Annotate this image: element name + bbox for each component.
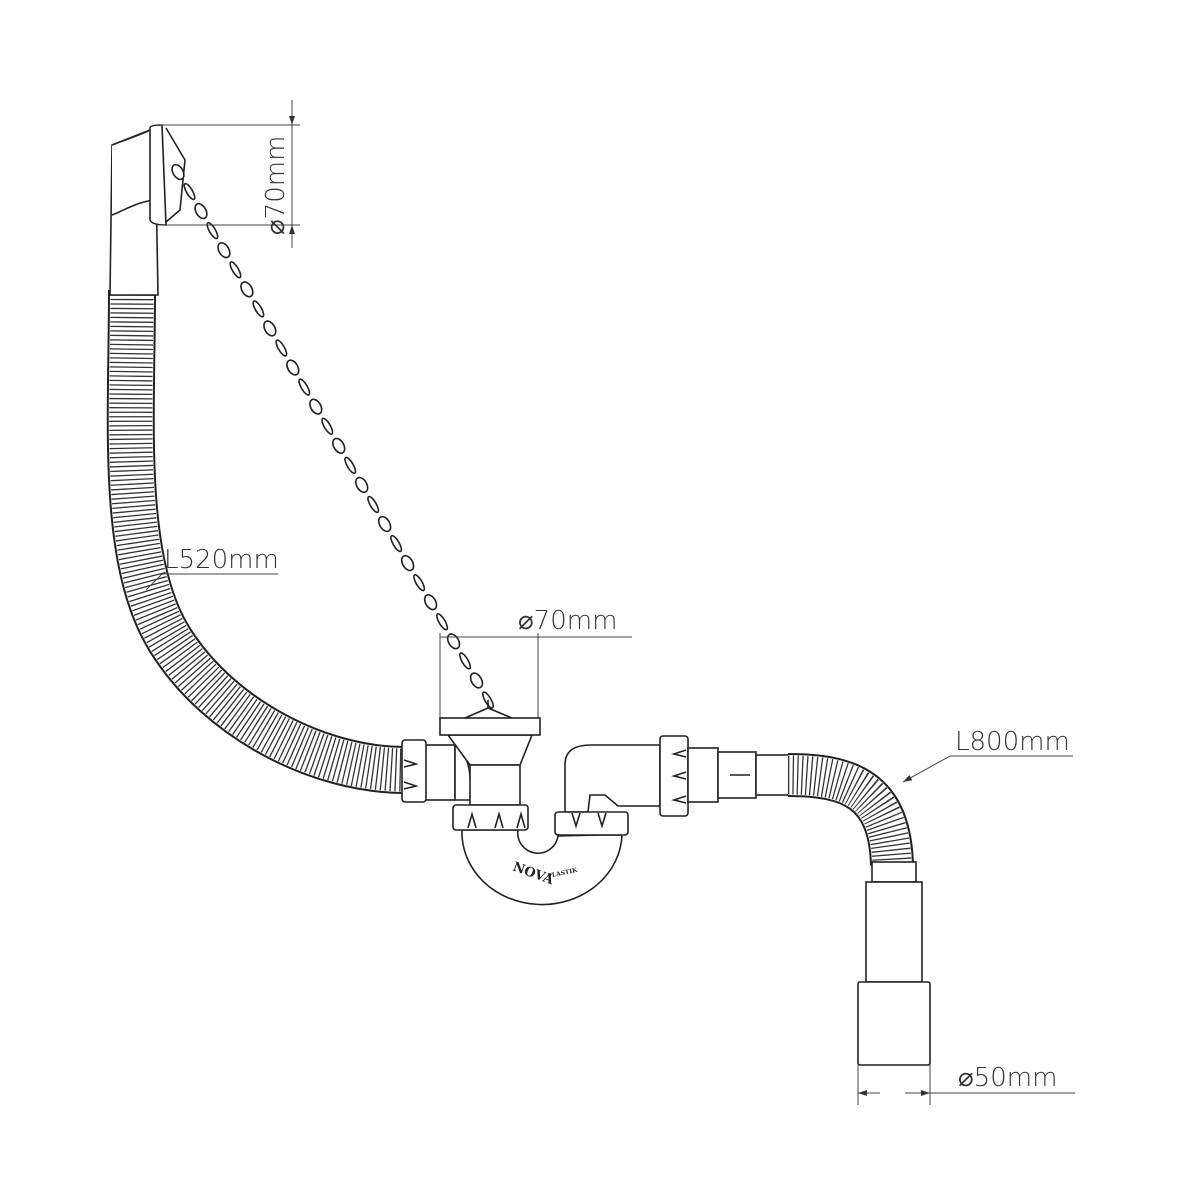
chain-link bbox=[286, 359, 300, 376]
chain-link bbox=[436, 613, 449, 631]
waste-dimension: ⌀70mm bbox=[439, 606, 632, 718]
chain-link bbox=[377, 515, 392, 533]
waste-diameter-label: ⌀70mm bbox=[518, 606, 617, 636]
outlet-hose-length: L800mm bbox=[902, 727, 1073, 783]
chain-link bbox=[423, 594, 438, 611]
chain-link bbox=[229, 261, 242, 279]
overflow-head bbox=[109, 124, 186, 296]
outlet-dimension: ⌀50mm bbox=[857, 1063, 1075, 1105]
chain-link bbox=[332, 437, 346, 454]
chain-link bbox=[240, 281, 254, 298]
outlet-hose-length-label: L800mm bbox=[955, 727, 1070, 757]
chain-link bbox=[321, 417, 334, 435]
chain-link bbox=[400, 554, 415, 572]
chain-link bbox=[194, 202, 208, 220]
overflow-hose-length-label: L520mm bbox=[164, 545, 279, 575]
overflow-hose-length: L520mm bbox=[145, 545, 279, 591]
chain-link bbox=[367, 495, 380, 514]
chain-link bbox=[390, 534, 403, 553]
outlet-diameter-label: ⌀50mm bbox=[958, 1063, 1057, 1093]
chain-link bbox=[458, 652, 472, 670]
chain-link bbox=[309, 398, 323, 415]
chain-link bbox=[354, 476, 369, 494]
overflow-hose bbox=[106, 289, 406, 794]
overflow-dimension: ⌀70mm bbox=[160, 100, 300, 248]
chain-link bbox=[171, 163, 185, 181]
chain-link bbox=[344, 456, 357, 475]
outlet-hose bbox=[787, 753, 931, 1066]
chain-link bbox=[298, 378, 311, 396]
chain-link bbox=[469, 672, 484, 689]
chain-link bbox=[263, 320, 277, 337]
chain-link bbox=[446, 633, 461, 650]
chain-link bbox=[275, 339, 288, 357]
overflow-diameter-label: ⌀70mm bbox=[261, 136, 291, 235]
plug-chain bbox=[171, 163, 495, 709]
chain-link bbox=[206, 221, 219, 240]
chain-link bbox=[252, 300, 265, 318]
chain-link bbox=[413, 573, 426, 592]
chain-link bbox=[183, 182, 196, 201]
chain-link bbox=[217, 242, 231, 259]
trap-assembly: NOVA PLASTIK bbox=[401, 700, 791, 906]
